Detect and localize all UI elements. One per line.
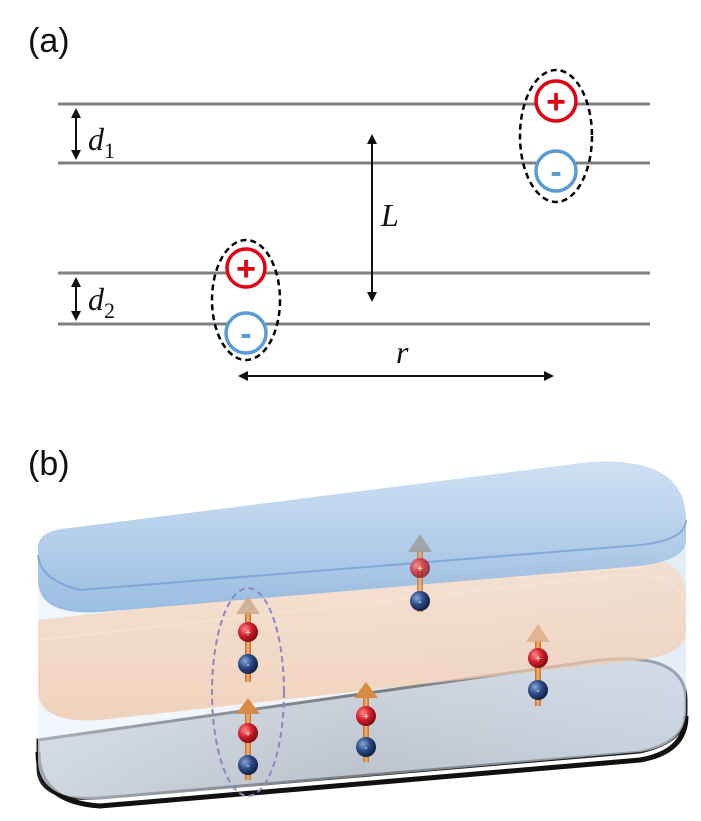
positive-charge-lower xyxy=(225,247,267,289)
negative-ball xyxy=(356,737,376,757)
dipole-3d-upper-left: + - xyxy=(236,596,260,682)
negative-ball xyxy=(238,755,258,775)
r-label: r xyxy=(396,334,409,370)
negative-ball-sign: - xyxy=(246,761,249,772)
negative-ball-sign: - xyxy=(364,743,367,754)
top-layer xyxy=(38,461,686,613)
planes xyxy=(58,102,650,326)
L-label: L xyxy=(380,197,399,233)
arrow-head xyxy=(526,624,550,642)
arrow-head xyxy=(236,596,260,614)
middle-layer-highlight xyxy=(37,573,687,641)
dipole-upper: + - xyxy=(518,68,594,204)
arrow-shaft xyxy=(245,712,251,780)
positive-ball-sign: + xyxy=(417,564,423,575)
arrow-shaft xyxy=(535,640,541,706)
middle-layer xyxy=(38,555,686,721)
dipole-lower: + - xyxy=(210,238,282,362)
positive-charge-upper xyxy=(534,79,578,123)
positive-ball xyxy=(528,648,548,668)
plus-sign-lower: + xyxy=(236,250,256,288)
d1-label: d1 xyxy=(88,121,115,163)
panel-b-label: (b) xyxy=(28,445,70,483)
negative-ball-sign: - xyxy=(418,597,421,608)
d2-label: d2 xyxy=(88,281,115,323)
positive-ball-sign: + xyxy=(535,654,541,665)
pair-outline-3d xyxy=(211,587,285,797)
plus-sign-upper: + xyxy=(546,83,566,121)
pair-outline-lower xyxy=(210,238,282,362)
arrow-shaft xyxy=(245,612,251,682)
negative-ball xyxy=(410,591,430,611)
dipole-3d-upper-center: + - xyxy=(408,534,432,612)
arrow-shaft xyxy=(417,550,423,612)
dipole-3d-lower-left: + - xyxy=(236,698,260,780)
negative-ball-sign: - xyxy=(536,686,539,697)
positive-ball-sign: + xyxy=(245,628,251,639)
positive-ball-sign: + xyxy=(363,712,369,723)
top-layer-edge xyxy=(37,519,687,592)
negative-charge-upper xyxy=(534,149,578,193)
pair-outline-upper xyxy=(518,68,594,204)
arrow-shaft xyxy=(363,696,369,762)
panel-a-label: (a) xyxy=(28,22,70,60)
positive-ball xyxy=(238,723,258,743)
arrow-head xyxy=(354,682,378,698)
negative-ball xyxy=(528,680,548,700)
negative-ball-sign: - xyxy=(246,660,249,671)
negative-charge-lower xyxy=(224,311,268,355)
box-3d xyxy=(35,461,689,809)
positive-ball-sign: + xyxy=(245,729,251,740)
positive-ball xyxy=(238,622,258,642)
positive-ball xyxy=(410,558,430,578)
arrow-head xyxy=(236,698,260,714)
dipole-3d-right: + - xyxy=(526,624,550,706)
negative-ball xyxy=(238,654,258,674)
positive-ball xyxy=(356,706,376,726)
arrow-head xyxy=(408,534,432,552)
minus-sign-upper: - xyxy=(550,153,561,191)
minus-sign-lower: - xyxy=(240,315,251,353)
dipole-3d-lower-center: + - xyxy=(354,682,378,762)
